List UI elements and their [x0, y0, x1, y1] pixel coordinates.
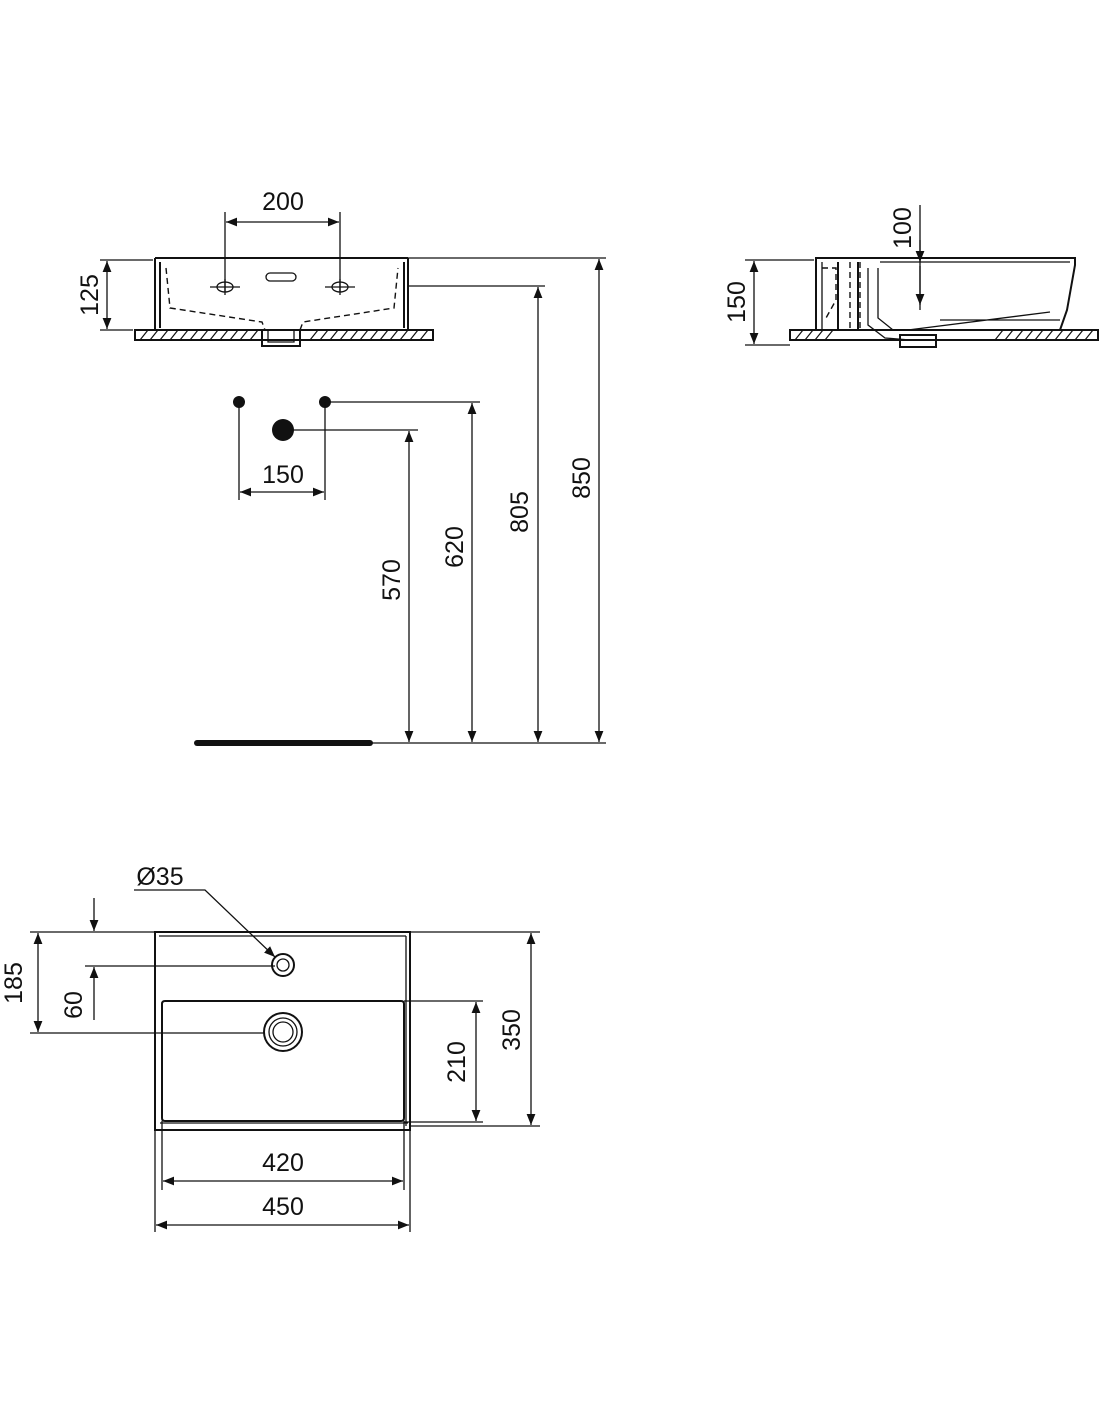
- dim-side-depth: 100: [889, 207, 917, 249]
- dim-outer-width: 450: [262, 1193, 304, 1221]
- dim-basin-height-front: 125: [76, 274, 104, 316]
- dim-hole-offset-back: 185: [0, 962, 28, 1004]
- side-view: 100 150: [723, 205, 1099, 348]
- dim-side-basin-height: 150: [723, 281, 751, 323]
- dim-tap-spacing: 150: [262, 461, 304, 489]
- dim-inner-width: 420: [262, 1149, 304, 1177]
- dim-outer-depth: 350: [498, 1009, 526, 1051]
- dim-total-height: 850: [568, 457, 596, 499]
- plan-view: Ø35 185 60 210 350 420 450: [0, 863, 540, 1232]
- dim-outlet-height: 570: [378, 559, 406, 601]
- dim-inner-depth: 210: [443, 1041, 471, 1083]
- dim-tap-height: 620: [441, 526, 469, 568]
- dim-basin-top-height: 805: [506, 491, 534, 533]
- dim-tap-hole-spacing: 200: [262, 188, 304, 216]
- dim-hole-offset-basin: 60: [60, 991, 88, 1019]
- front-view: 200 125 150 570 620 805 850: [76, 188, 606, 746]
- dim-hole-diameter: Ø35: [136, 863, 183, 891]
